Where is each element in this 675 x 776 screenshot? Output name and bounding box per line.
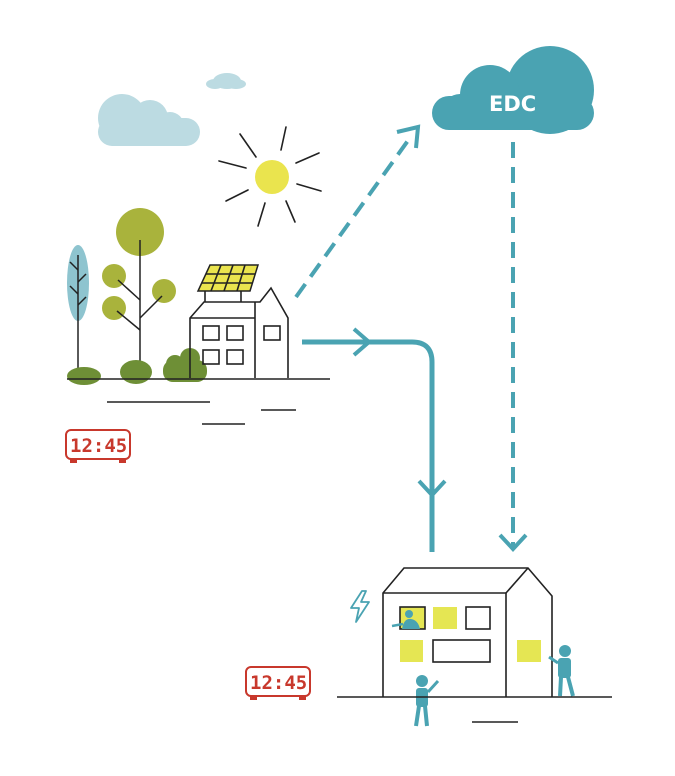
bush-icon [67,348,207,385]
energy-flow-arrow [302,327,447,552]
person-icon-standing-right [548,645,575,697]
clock-icon-bottom: 12:45 [245,666,311,700]
round-tree-icon [102,208,176,372]
sun-icon [218,126,322,227]
large-cloud-icon [98,94,200,146]
house-icon [382,567,553,697]
apartment-building [382,567,553,697]
edc-label: EDC [489,92,536,116]
ground-lines-bottom [337,696,612,723]
solar-panel-icon [196,264,260,302]
clock-time-bottom: 12:45 [250,672,307,694]
clock-icon-top: 12:45 [65,429,131,463]
cloud-icon [432,46,594,134]
upload-data-arrow [294,124,421,299]
person-icon-standing-center [414,675,440,727]
small-cloud-icon [206,73,246,89]
ground-lines-top [67,378,330,425]
clock-time-top: 12:45 [70,435,127,457]
download-data-arrow [498,142,528,552]
lightning-icon [350,590,370,623]
person-icon-window [391,610,420,629]
poplar-tree-icon [67,245,89,375]
house-icon [189,286,289,378]
edc-cloud: EDC [432,46,594,134]
solar-house [189,264,289,378]
